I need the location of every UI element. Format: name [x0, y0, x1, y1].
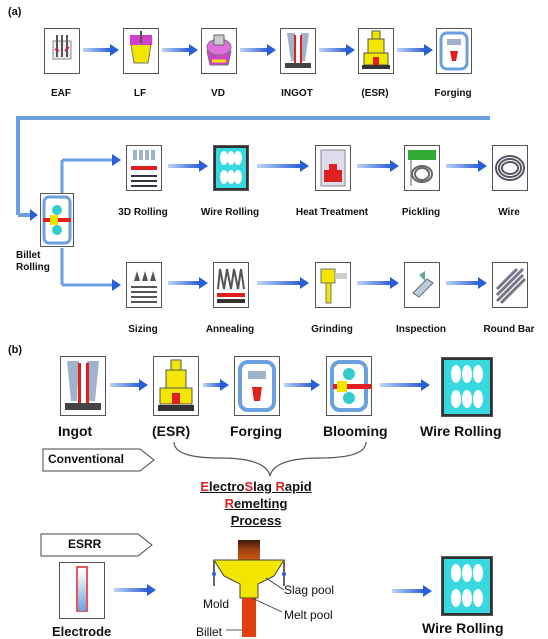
lf-icon: [123, 28, 159, 74]
ingot-b-label: Ingot: [58, 423, 93, 439]
3d-rolling-icon: [126, 145, 162, 191]
wire-coil-icon: [492, 145, 528, 191]
mold-label: Mold: [203, 597, 230, 611]
inspection-icon: [404, 262, 440, 308]
connector-lines: [16, 116, 490, 291]
lf-label: LF: [133, 88, 147, 99]
3d-rolling-label: 3D Rolling: [118, 207, 168, 218]
esr-label: (ESR): [361, 88, 389, 99]
wire-rolling-esrr-icon: [441, 556, 493, 616]
esr-b-icon: [153, 356, 199, 416]
annealing-label: Annealing: [205, 324, 255, 335]
sizing-icon: [126, 262, 162, 308]
conventional-label: Conventional: [48, 452, 125, 466]
blooming-icon: [326, 356, 373, 416]
heat-treatment-icon: [315, 145, 351, 191]
esrr-apparatus-icon: [212, 540, 286, 637]
panel-b-label: (b): [8, 344, 23, 356]
ingot-b-icon: [60, 356, 106, 416]
grinding-label: Grinding: [311, 324, 353, 335]
forging-icon: [436, 28, 472, 74]
panel-a-label: (a): [8, 6, 22, 18]
sizing-label: Sizing: [128, 324, 158, 335]
ingot-icon: [280, 28, 316, 74]
vd-icon: [201, 28, 237, 74]
esr-icon: [358, 28, 394, 74]
billet-label: Billet: [196, 625, 223, 639]
heat-treatment-label: Heat Treatment: [295, 207, 369, 218]
forging-label: Forging: [434, 88, 472, 99]
round-bar-icon: [492, 262, 528, 308]
esrr-process-title: ElectroSlag Rapid Remelting Process: [200, 479, 312, 528]
brace-icon: [173, 441, 367, 477]
grinding-icon: [315, 262, 351, 308]
vd-label: VD: [211, 88, 225, 99]
billet-rolling-icon: [40, 193, 74, 247]
wire-rolling-esrr-label: Wire Rolling: [422, 620, 504, 636]
esrr-tag: [40, 533, 153, 557]
pickling-label: Pickling: [401, 207, 441, 218]
slag-pool-label: Slag pool: [284, 583, 335, 597]
wire-label: Wire: [498, 207, 520, 218]
wire-rolling-b-label: Wire Rolling: [420, 423, 502, 439]
blooming-label: Blooming: [323, 423, 388, 439]
round-bar-label: Round Bar: [483, 324, 535, 335]
inspection-label: Inspection: [395, 324, 446, 335]
esr-b-label: (ESR): [152, 423, 191, 439]
forging-b-label: Forging: [230, 423, 283, 439]
wire-rolling-b-icon: [441, 357, 493, 417]
eaf-icon: [44, 28, 80, 74]
eaf-label: EAF: [51, 88, 71, 99]
annealing-icon: [213, 262, 249, 308]
melt-pool-label: Melt pool: [284, 608, 333, 622]
ingot-label: INGOT: [281, 88, 313, 99]
pickling-icon: [404, 145, 440, 191]
esrr-label: ESRR: [68, 537, 102, 551]
forging-b-icon: [234, 356, 280, 416]
electrode-icon: [59, 562, 105, 619]
wire-rolling-label: Wire Rolling: [200, 207, 260, 218]
electrode-label: Electrode: [52, 624, 112, 639]
conventional-tag: [42, 448, 155, 472]
wire-rolling-icon: [213, 145, 249, 191]
